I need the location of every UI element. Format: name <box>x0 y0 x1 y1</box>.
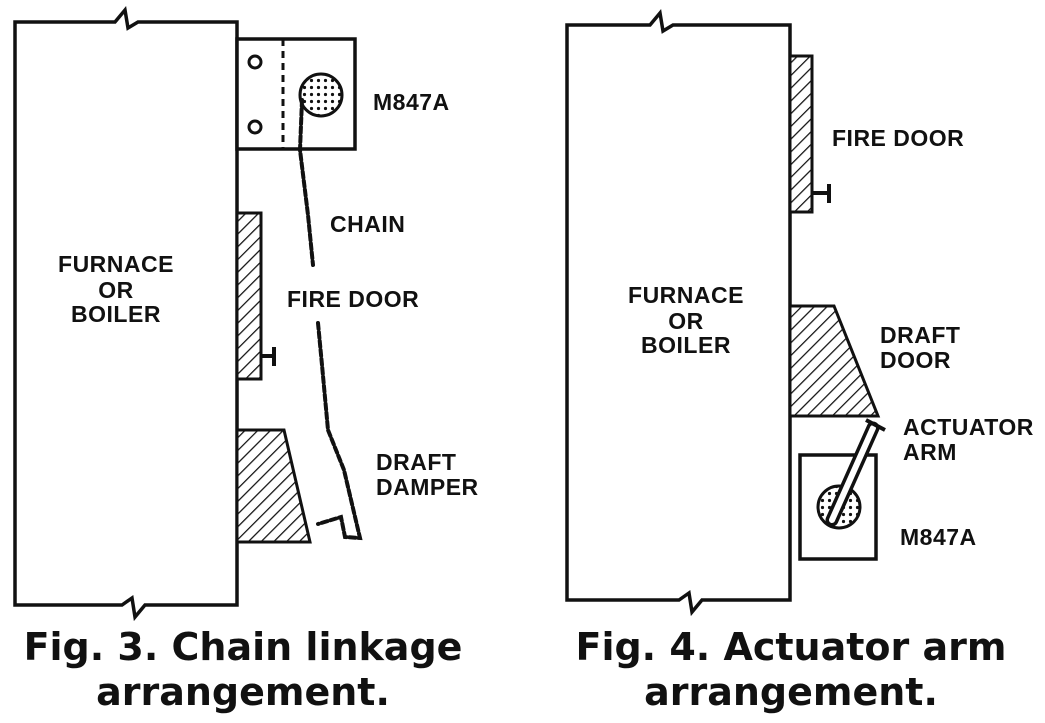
actuator-arm <box>825 418 886 527</box>
furnace-wall <box>565 8 792 617</box>
draft-door-label-line-2: DOOR <box>880 347 951 373</box>
furnace-label: FURNACE OR BOILER <box>58 251 174 327</box>
chain-lower <box>316 321 363 541</box>
figure-4-caption-line-2: arrangement. <box>644 670 938 714</box>
figure-3: FURNACE OR BOILER M847A CHAIN FIRE DOOR … <box>13 5 479 714</box>
furnace-label-line-1: FURNACE <box>58 251 174 277</box>
mounting-hole <box>247 119 263 135</box>
draft-door <box>788 304 881 418</box>
figure-3-caption-line-1: Fig. 3. Chain linkage <box>24 625 463 669</box>
fire-door <box>235 211 263 381</box>
furnace-label-line-3: BOILER <box>641 332 731 358</box>
furnace-wall <box>13 5 239 622</box>
motor-label: M847A <box>373 89 450 115</box>
damper-label-line-2: DAMPER <box>376 474 479 500</box>
mounting-hole <box>247 54 263 70</box>
damper-label-line-1: DRAFT <box>376 449 456 475</box>
figure-3-caption-line-2: arrangement. <box>96 670 390 714</box>
draft-damper <box>235 428 312 544</box>
fire-door-label: FIRE DOOR <box>832 125 964 151</box>
chain-label: CHAIN <box>330 211 405 237</box>
furnace-label-line-2: OR <box>98 277 134 303</box>
actuator-label-line-1: ACTUATOR <box>903 414 1034 440</box>
motor-box <box>235 37 357 151</box>
figure-4: FURNACE OR BOILER FIRE DOOR DRAFT DOOR A… <box>565 8 1034 714</box>
furnace-label-line-1: FURNACE <box>628 282 744 308</box>
furnace-label-line-2: OR <box>668 308 704 334</box>
draft-door-label-line-1: DRAFT <box>880 322 960 348</box>
actuator-label-line-2: ARM <box>903 439 957 465</box>
figure-4-caption-line-1: Fig. 4. Actuator arm <box>576 625 1007 669</box>
motor-label: M847A <box>900 524 977 550</box>
furnace-label-line-3: BOILER <box>71 301 161 327</box>
fire-door <box>788 54 814 214</box>
motor-pulley <box>298 72 344 118</box>
chain-upper <box>297 98 315 267</box>
furnace-label: FURNACE OR BOILER <box>628 282 744 358</box>
fire-door-label: FIRE DOOR <box>287 286 419 312</box>
